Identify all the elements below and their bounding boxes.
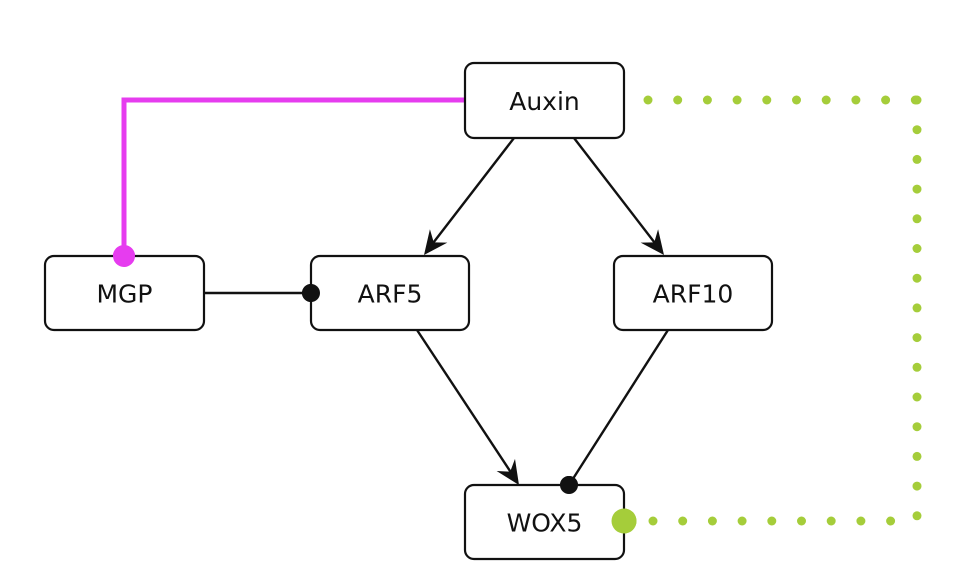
feedback-dot	[912, 333, 922, 343]
feedback-dot	[912, 303, 922, 313]
node-label-wox5: WOX5	[507, 509, 583, 538]
edges	[113, 95, 922, 534]
node-arf5: ARF5	[309, 254, 471, 332]
feedback-dot	[912, 154, 922, 164]
feedback-dot	[737, 516, 747, 526]
node-label-auxin: Auxin	[509, 87, 580, 116]
feedback-dot	[912, 273, 922, 283]
feedback-dot	[732, 95, 742, 105]
feedback-dot	[912, 511, 922, 521]
feedback-dot	[912, 422, 922, 432]
feedback-dot	[912, 214, 922, 224]
arrowhead-arf5-wox5	[496, 458, 519, 485]
inhibition-dot-arf10-wox5-top	[560, 476, 578, 494]
arrowhead-auxin-arf5	[424, 229, 448, 255]
edge-auxin-arf5	[429, 137, 515, 248]
feedback-dot	[767, 516, 777, 526]
node-box-arf10	[612, 254, 774, 332]
node-wox5: WOX5	[463, 483, 626, 561]
feedback-dot	[912, 362, 922, 372]
edge-arf10-wox5	[567, 329, 670, 486]
feedback-dot	[912, 125, 922, 135]
edge-auxin-mgp	[121, 97, 465, 256]
edge-auxin-wox5	[643, 95, 922, 526]
feedback-dot	[912, 451, 922, 461]
feedback-dot	[762, 95, 772, 105]
edge-endpoints	[113, 245, 637, 534]
inhibition-dot-auxin-mgp-top	[113, 245, 135, 267]
node-arf10: ARF10	[612, 254, 774, 332]
feedback-dot	[792, 95, 801, 105]
feedback-dot	[648, 516, 658, 526]
feedback-dot	[702, 95, 712, 105]
feedback-dot	[826, 516, 836, 526]
inhibition-dot-auxin-wox5-top	[611, 508, 637, 534]
inhibition-dot-mgp-arf5-top	[302, 284, 320, 302]
arrowhead-auxin-arf10	[640, 229, 664, 255]
feedback-dot	[856, 516, 866, 526]
edge-arf5-wox5	[415, 329, 516, 478]
feedback-dot	[912, 392, 922, 402]
node-label-arf10: ARF10	[653, 280, 734, 309]
feedback-dot	[821, 95, 831, 105]
feedback-dot	[912, 244, 922, 253]
feedback-dot	[707, 516, 717, 526]
feedback-dot	[912, 481, 922, 491]
feedback-dot	[851, 95, 861, 105]
feedback-dot	[643, 95, 653, 105]
edge-auxin-arf10	[573, 137, 659, 248]
node-mgp: MGP	[43, 254, 206, 332]
node-auxin: Auxin	[463, 61, 626, 140]
node-box-auxin	[463, 61, 626, 140]
feedback-dot	[673, 95, 683, 105]
node-label-arf5: ARF5	[358, 280, 423, 309]
feedback-dot	[886, 516, 896, 526]
feedback-dot	[881, 95, 891, 105]
feedback-dot	[678, 516, 688, 526]
feedback-dot	[912, 184, 922, 194]
feedback-dot	[912, 95, 922, 105]
node-label-mgp: MGP	[96, 280, 152, 309]
feedback-dot	[797, 516, 806, 526]
